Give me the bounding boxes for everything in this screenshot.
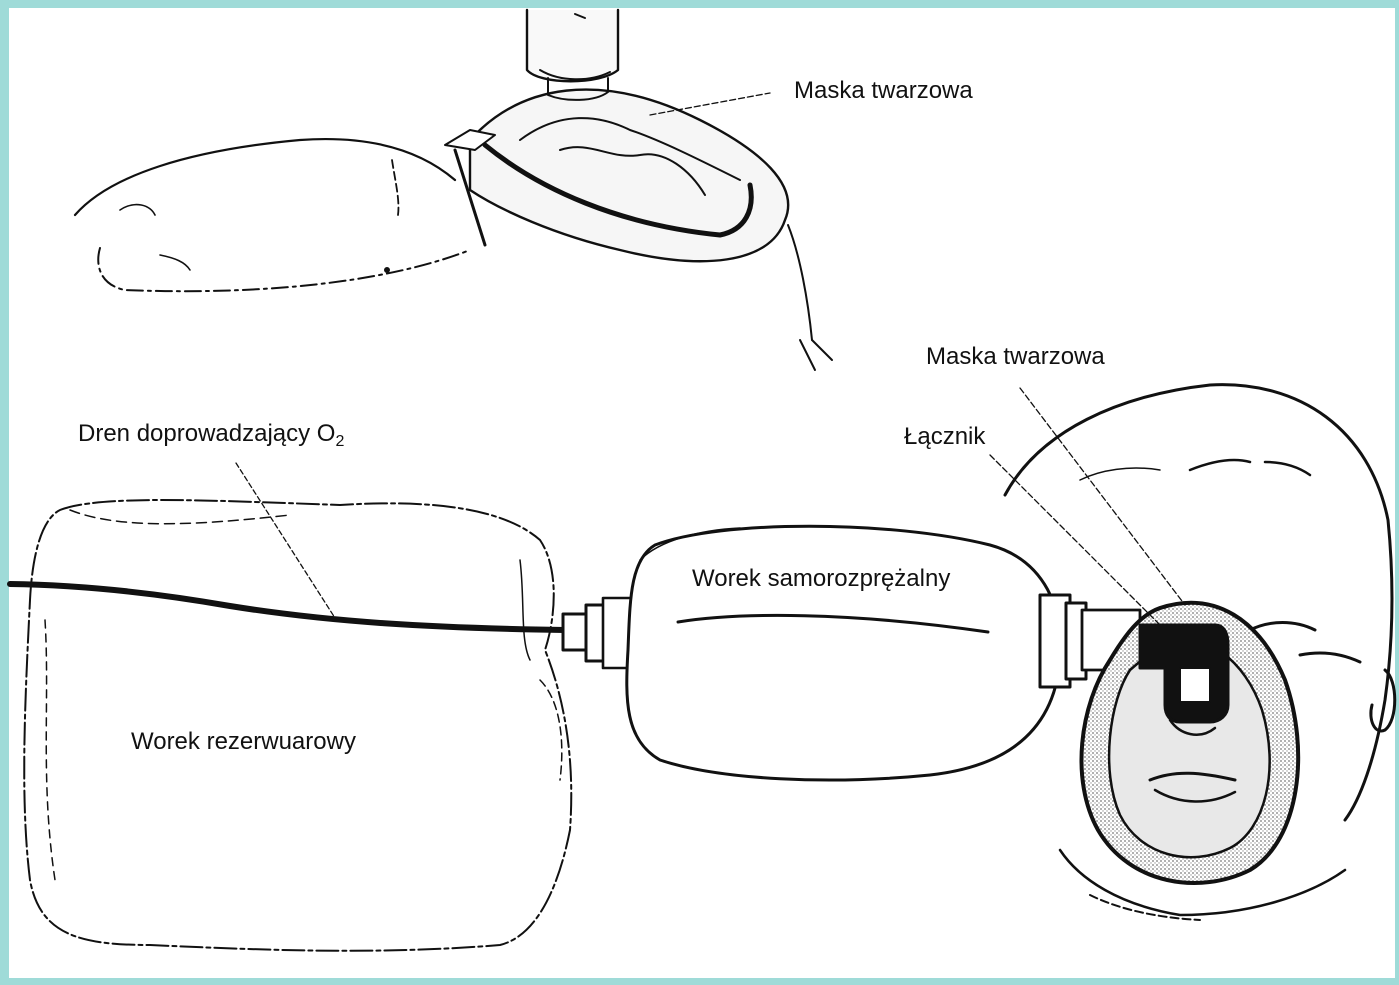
top-infant-with-mask (75, 10, 832, 370)
label-reservoir-bag: Worek rezerwuarowy (131, 730, 356, 754)
top-face-mask (445, 90, 788, 262)
top-connector (527, 10, 618, 100)
label-top-face-mask: Maska twarzowa (794, 79, 973, 103)
label-oxygen-tube-text: Dren doprowadzający O (78, 420, 335, 447)
label-connector: Łącznik (904, 425, 985, 449)
label-oxygen-tube: Dren doprowadzający O2 (78, 422, 344, 450)
bag-valve-connector (563, 598, 633, 668)
label-self-inflating-bag: Worek samorozprężalny (692, 567, 950, 591)
reservoir-bag (24, 500, 571, 951)
label-oxygen-tube-subscript: 2 (335, 433, 344, 450)
label-side-face-mask: Maska twarzowa (926, 345, 1105, 369)
